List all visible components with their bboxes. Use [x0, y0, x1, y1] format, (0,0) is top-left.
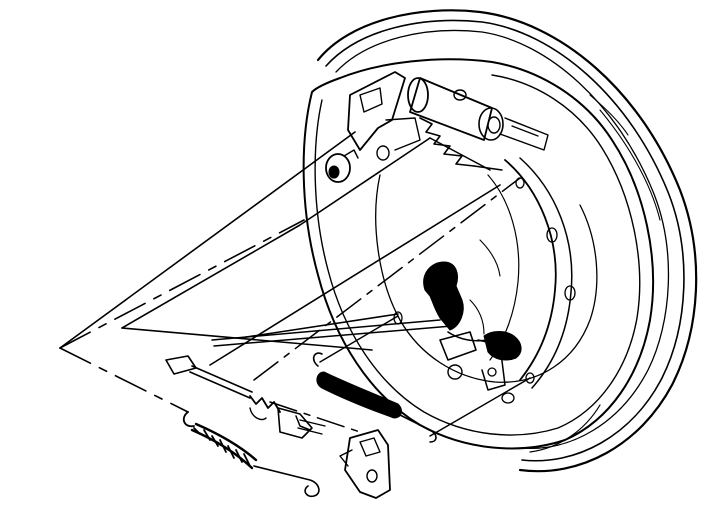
leader-lines	[59, 131, 531, 437]
wheel-cylinder	[407, 77, 549, 151]
hold-down-pin	[325, 149, 359, 183]
adjuster-spring	[182, 411, 320, 498]
shoe-spring-coil	[423, 261, 522, 361]
return-spring	[312, 352, 437, 443]
upper-return-spring	[419, 117, 503, 171]
brake-shoe	[469, 157, 573, 389]
backing-plate	[302, 58, 655, 450]
adjuster-lever-exploded	[339, 429, 391, 499]
adjuster-lever	[439, 331, 506, 391]
anchor-bracket	[347, 71, 421, 161]
